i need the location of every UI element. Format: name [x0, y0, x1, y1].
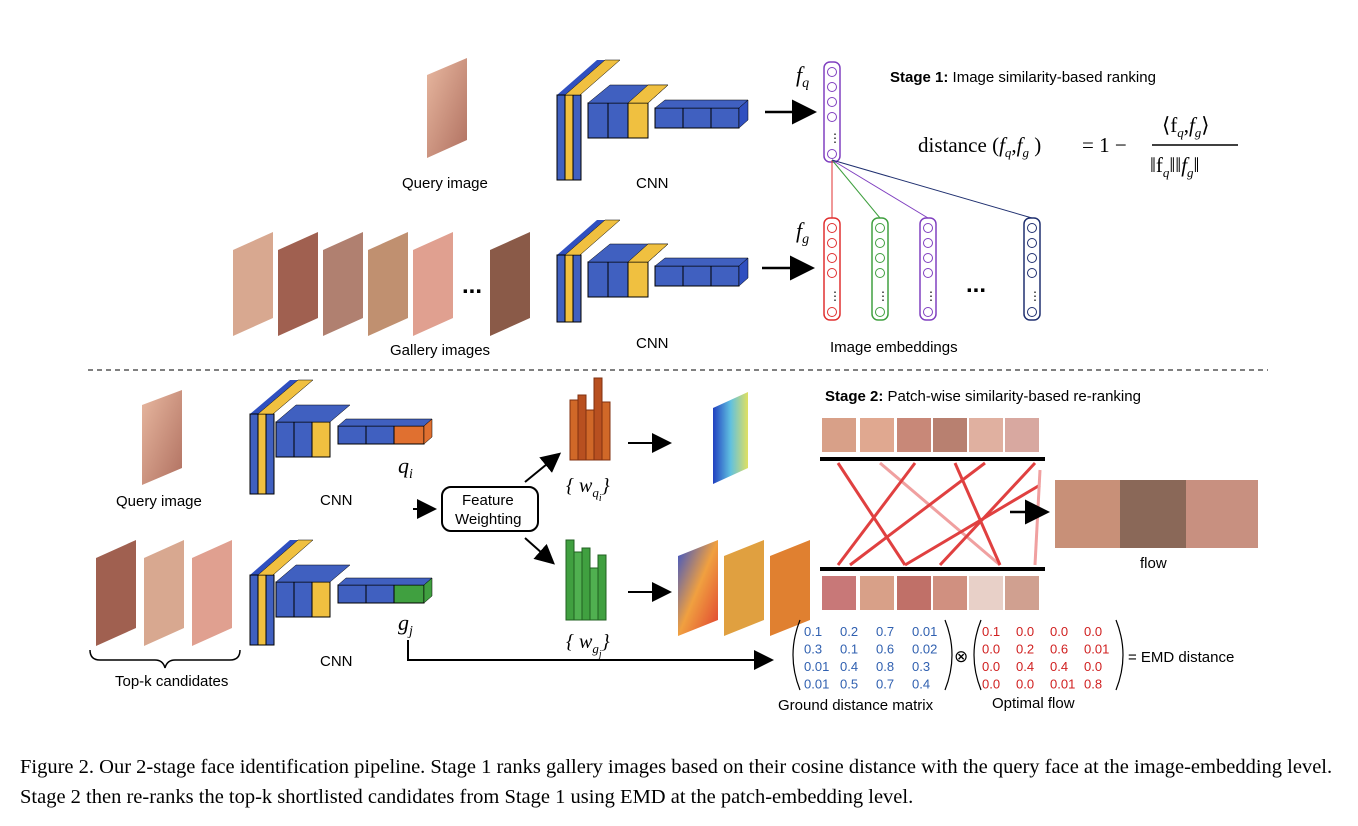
otimes-symbol: ⊗ — [954, 647, 968, 666]
gj-symbol: gj — [398, 610, 413, 639]
emd-distance-label: = EMD distance — [1128, 649, 1234, 666]
figure-caption: Figure 2. Our 2-stage face identificatio… — [20, 756, 1333, 808]
flow-label: flow — [1140, 555, 1167, 572]
stage1-cnn-bottom — [556, 219, 749, 323]
stage2-query-label: Query image — [116, 493, 202, 510]
stage2-cnn-label-1: CNN — [320, 492, 353, 509]
ground-distance-matrix: 0.1 0.2 0.7 0.01 0.3 0.1 0.6 0.02 0.01 0.4 0.8 0.3 0… — [792, 619, 953, 692]
gallery-label: Gallery images — [390, 342, 490, 359]
gallery-embedding-red: ⋮ — [823, 217, 841, 321]
flow-matrix-cell: 0.0 — [1084, 624, 1102, 639]
feature-weighting-line2: Weighting — [455, 511, 521, 528]
ground-matrix-cell: 0.01 — [804, 659, 829, 674]
qi-symbol: qi — [398, 453, 413, 482]
optimal-flow-label: Optimal flow — [992, 695, 1075, 712]
embeddings-label: Image embeddings — [830, 339, 958, 356]
stage1-cnn-label-1: CNN — [636, 175, 669, 192]
flow-matrix-cell: 0.8 — [1084, 677, 1102, 692]
ground-matrix-cell: 0.02 — [912, 642, 937, 657]
stage1-query-face — [427, 58, 467, 158]
stage1-title: Stage 1: Image similarity-based ranking — [890, 69, 1156, 86]
stage2-cnn-candidates — [249, 539, 433, 646]
ground-matrix-cell: 0.6 — [876, 642, 894, 657]
svg-text:= 1 −: = 1 − — [1082, 133, 1127, 157]
query-patches — [822, 418, 1039, 452]
flow-matrix-cell: 0.01 — [1050, 677, 1075, 692]
topk-faces — [96, 540, 232, 646]
stage2-cnn-query — [249, 379, 433, 495]
ground-matrix-cell: 0.01 — [912, 624, 937, 639]
embeddings-ellipsis: ... — [966, 271, 986, 298]
arrow-to-wg — [524, 537, 555, 565]
stage1-cnn-label-2: CNN — [636, 335, 669, 352]
flow-matrix-cell: 0.01 — [1084, 642, 1109, 657]
heatmaps-candidates — [678, 540, 810, 636]
ground-matrix-cell: 0.3 — [804, 642, 822, 657]
flow-matrix-cell: 0.1 — [982, 624, 1000, 639]
embedding-links — [831, 159, 1033, 219]
arrow-gj-to-matrix — [407, 640, 774, 670]
flow-images — [1055, 480, 1258, 548]
ground-matrix-cell: 0.1 — [840, 642, 858, 657]
feature-weighting-box — [441, 486, 539, 532]
flow-matrix-cell: 0.6 — [1050, 642, 1068, 657]
ground-matrix-cell: 0.01 — [804, 677, 829, 692]
wq-weight-bars — [569, 377, 611, 461]
ground-matrix-cell: 0.5 — [840, 677, 858, 692]
ground-matrix-cell: 0.8 — [876, 659, 894, 674]
gallery-embedding-purple: ⋮ — [919, 217, 937, 321]
ground-matrix-cell: 0.2 — [840, 624, 858, 639]
fg-symbol: fg — [796, 218, 809, 247]
stage2-cnn-label-2: CNN — [320, 653, 353, 670]
svg-text:⋮: ⋮ — [829, 289, 841, 303]
candidate-patches — [822, 576, 1039, 610]
flow-matrix-cell: 0.0 — [1016, 677, 1034, 692]
fq-symbol: fq — [796, 62, 809, 91]
flow-matrix-cell: 0.0 — [1016, 624, 1034, 639]
heatmap-query — [713, 392, 748, 484]
stage2-title: Stage 2: Patch-wise similarity-based re-… — [825, 388, 1141, 405]
cosine-distance-formula: distance (fq,fg ) = 1 − ⟨fq,fg⟩ ‖fq‖‖fg‖ — [918, 113, 1238, 180]
svg-text:⋮: ⋮ — [829, 131, 841, 145]
ground-distance-label: Ground distance matrix — [778, 697, 934, 714]
svg-text:‖fq‖‖fg‖: ‖fq‖‖fg‖ — [1150, 153, 1199, 180]
arrow-to-wq — [524, 452, 562, 483]
emd-flow-lines — [836, 461, 1042, 567]
flow-matrix-cell: 0.4 — [1016, 659, 1034, 674]
ground-matrix-cell: 0.1 — [804, 624, 822, 639]
svg-text:⟨fq,fg⟩: ⟨fq,fg⟩ — [1162, 113, 1209, 140]
flow-matrix-cell: 0.2 — [1016, 642, 1034, 657]
wq-symbol: { wqi} — [566, 475, 610, 504]
flow-matrix-cell: 0.0 — [1050, 624, 1068, 639]
svg-text:...: ... — [462, 272, 482, 299]
ground-matrix-cell: 0.7 — [876, 677, 894, 692]
svg-text:⋮: ⋮ — [1029, 289, 1041, 303]
gallery-embedding-green: ⋮ — [871, 217, 889, 321]
wg-weight-bars — [565, 539, 607, 621]
ground-matrix-cell: 0.4 — [912, 677, 930, 692]
feature-weighting-line1: Feature — [462, 492, 514, 509]
stage2-query-face — [142, 390, 182, 485]
svg-text:⋮: ⋮ — [925, 289, 937, 303]
stage1-query-label: Query image — [402, 175, 488, 192]
optimal-flow-matrix: 0.1 0.0 0.0 0.0 0.0 0.2 0.6 0.01 0.0 0.4 0.4 0.0 0.0… — [973, 619, 1124, 692]
gallery-faces: ... — [233, 232, 530, 336]
stage1-cnn-top — [556, 59, 749, 181]
ground-matrix-cell: 0.4 — [840, 659, 858, 674]
svg-text:distance (fq,fg ): distance (fq,fg ) — [918, 133, 1041, 160]
flow-matrix-cell: 0.0 — [982, 677, 1000, 692]
fq-embedding: ⋮ — [823, 61, 841, 163]
svg-text:⋮: ⋮ — [877, 289, 889, 303]
flow-matrix-cell: 0.0 — [982, 642, 1000, 657]
ground-matrix-cell: 0.7 — [876, 624, 894, 639]
gallery-embedding-navy: ⋮ — [1023, 217, 1041, 321]
flow-matrix-cell: 0.4 — [1050, 659, 1068, 674]
topk-brace — [89, 649, 241, 669]
flow-matrix-cell: 0.0 — [1084, 659, 1102, 674]
wg-symbol: { wgj} — [566, 631, 610, 660]
topk-label: Top-k candidates — [115, 673, 228, 690]
flow-matrix-cell: 0.0 — [982, 659, 1000, 674]
ground-matrix-cell: 0.3 — [912, 659, 930, 674]
